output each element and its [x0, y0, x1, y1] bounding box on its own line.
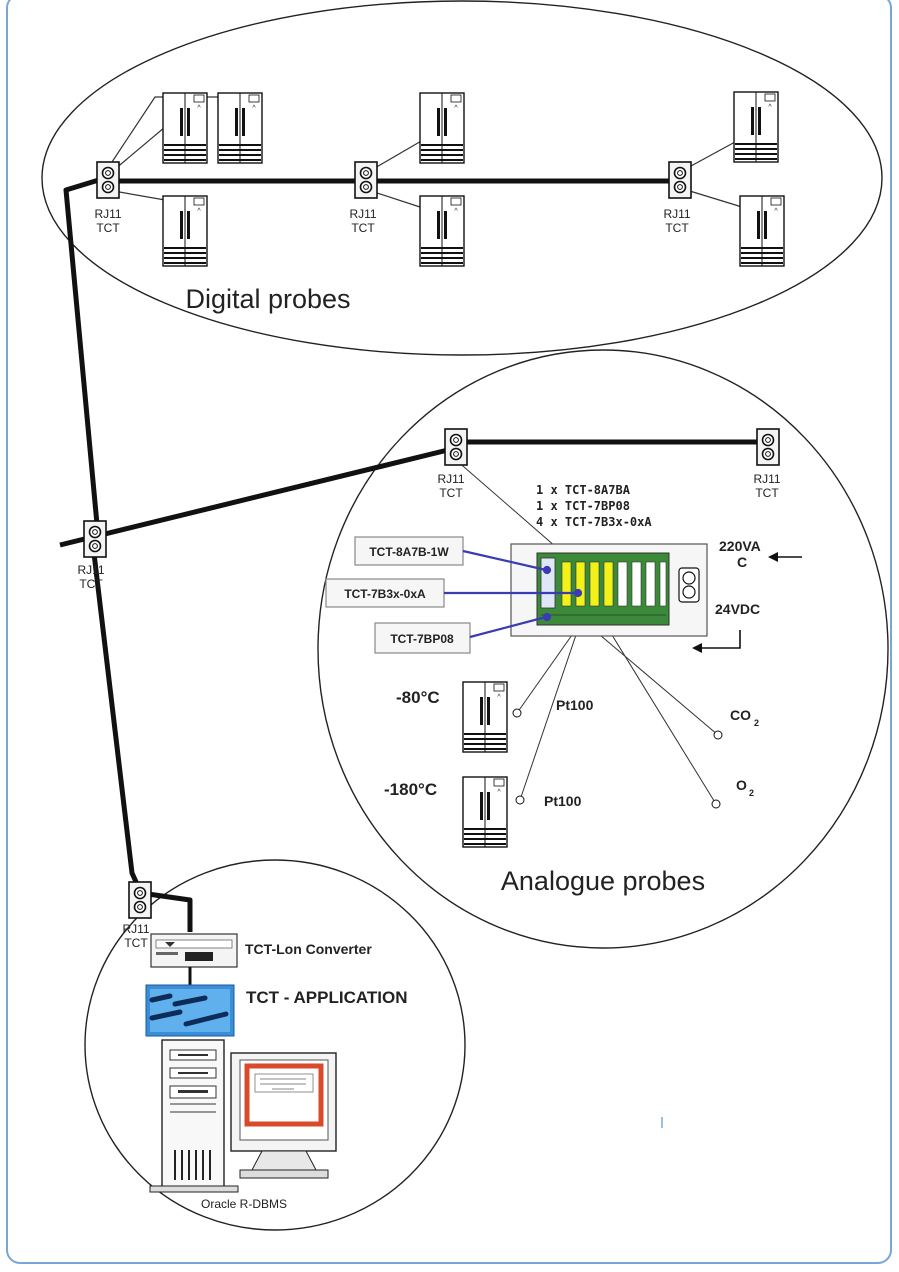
- socket-application: [128, 881, 152, 919]
- analogue-zone-ellipse: [317, 349, 889, 949]
- socket-label-rj11: RJ11: [77, 563, 104, 577]
- o2-label: O 2: [736, 777, 754, 798]
- svg-text:O: O: [736, 777, 747, 793]
- socket-labels: RJ11 TCT RJ11 TCT RJ11 TCT RJ11 TCT RJ11…: [77, 207, 780, 950]
- freezer-icon: [733, 91, 779, 163]
- analogue-thin-links: [455, 459, 719, 805]
- socket-analogue-1: [444, 428, 468, 466]
- socket-digital-2: [354, 161, 378, 199]
- socket-label-rj11: RJ11: [437, 472, 464, 486]
- power-dc-label: 24VDC: [715, 601, 760, 617]
- svg-text:2: 2: [754, 718, 759, 728]
- socket-label-rj11: RJ11: [663, 207, 690, 221]
- server-icon: [149, 1039, 239, 1193]
- module-box-7b3x: TCT-7B3x-0xA: [325, 578, 445, 608]
- module-list: 1 x TCT-8A7BA 1 x TCT-7BP08 4 x TCT-7B3x…: [536, 483, 652, 529]
- socket-main: [83, 520, 107, 558]
- socket-label-rj11: RJ11: [753, 472, 780, 486]
- socket-label-rj11: RJ11: [94, 207, 121, 221]
- lon-converter: [150, 933, 238, 986]
- co2-label: CO 2: [730, 707, 759, 728]
- socket-analogue-2: [756, 428, 780, 466]
- socket-label-tct: TCT: [96, 221, 120, 235]
- freezer-icon: [419, 92, 465, 164]
- arrow-left-icon: [768, 552, 802, 562]
- module-box-7bp08: TCT-7BP08: [374, 622, 471, 654]
- digital-zone-ellipse: [41, 0, 883, 356]
- arrow-left-icon: [692, 630, 741, 653]
- socket-label-tct: TCT: [665, 221, 689, 235]
- socket-label-rj11: RJ11: [122, 922, 149, 936]
- socket-label-tct: TCT: [351, 221, 375, 235]
- freezer-icon: [462, 776, 508, 848]
- freezer-icon: [739, 195, 785, 267]
- freezer-icon: [217, 92, 263, 164]
- freezer-icon: [162, 195, 208, 267]
- sensor-lower-label: Pt100: [544, 793, 582, 809]
- module-list-item: 1 x TCT-7BP08: [536, 499, 630, 513]
- freezer-icon: [462, 681, 508, 753]
- module-box-label: TCT-7B3x-0xA: [344, 587, 426, 601]
- freezer-icon: [419, 195, 465, 267]
- socket-digital-3: [668, 161, 692, 199]
- module-list-item: 4 x TCT-7B3x-0xA: [536, 515, 652, 529]
- module-box-label: TCT-7BP08: [390, 632, 454, 646]
- power-ac-label: 220VA: [719, 538, 761, 554]
- monitor-icon: [230, 1052, 337, 1179]
- socket-label-tct: TCT: [439, 486, 463, 500]
- digital-zone-title: Digital probes: [185, 284, 350, 314]
- sensor-upper-label: Pt100: [556, 697, 594, 713]
- transformer-icon: [678, 567, 700, 603]
- svg-text:CO: CO: [730, 707, 751, 723]
- application-zone-ellipse: [84, 859, 466, 1231]
- sensor-node: [515, 795, 525, 805]
- svg-text:2: 2: [749, 788, 754, 798]
- temp-lower-label: -180°C: [384, 780, 437, 799]
- software-logo: [145, 984, 235, 1037]
- application-label: TCT - APPLICATION: [246, 988, 407, 1007]
- module-links: [444, 549, 583, 639]
- module-rack: [510, 543, 708, 637]
- analogue-zone-title: Analogue probes: [501, 866, 705, 896]
- temp-upper-label: -80°C: [396, 688, 440, 707]
- module-box-8a7b: TCT-8A7B-1W: [354, 536, 464, 566]
- socket-label-tct: TCT: [124, 936, 148, 950]
- freezer-icon: [162, 92, 208, 164]
- database-label: Oracle R-DBMS: [201, 1197, 287, 1211]
- power-ac-label-2: C: [737, 554, 747, 570]
- socket-label-tct: TCT: [79, 577, 103, 591]
- socket-digital-1: [96, 161, 120, 199]
- socket-label-rj11: RJ11: [349, 207, 376, 221]
- sensor-node: [512, 708, 522, 718]
- module-box-label: TCT-8A7B-1W: [369, 545, 449, 559]
- module-list-item: 1 x TCT-8A7BA: [536, 483, 631, 497]
- sensor-node: [713, 730, 723, 740]
- socket-label-tct: TCT: [755, 486, 779, 500]
- sensor-node: [711, 799, 721, 809]
- converter-label: TCT-Lon Converter: [245, 941, 372, 957]
